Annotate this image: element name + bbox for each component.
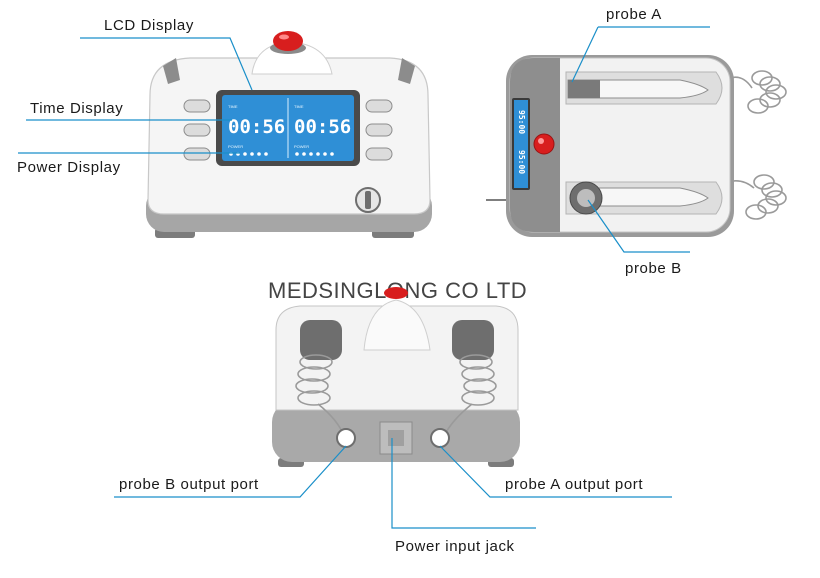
top-button-highlight <box>538 138 544 144</box>
label-power-display: Power Display <box>17 159 121 176</box>
back-hump <box>363 299 431 351</box>
front-view: TIME TIME 00:56 00:56 POWER POWER <box>146 31 432 238</box>
top-lcd-time-1: 95:00 <box>517 110 526 134</box>
probe-b-output-port[interactable] <box>336 428 356 448</box>
label-lcd-display: LCD Display <box>104 17 194 34</box>
left-button-2[interactable] <box>183 123 211 137</box>
top-lcd-screen <box>514 100 528 188</box>
lcd-left-power-label: POWER <box>228 144 243 149</box>
back-coil-left <box>295 354 345 437</box>
back-view <box>272 287 520 467</box>
side-stripe <box>163 58 180 84</box>
probe-b-lens <box>577 189 595 207</box>
probe-a[interactable] <box>567 79 709 99</box>
probe-b[interactable] <box>589 187 709 207</box>
lcd-right-power-label: POWER <box>294 144 309 149</box>
top-view: 95:00 95:00 <box>486 55 787 237</box>
right-button-2[interactable] <box>365 123 393 137</box>
top-lcd-time-2: 95:00 <box>517 150 526 174</box>
leader-probe-b-output-port <box>114 445 347 498</box>
left-button-3[interactable] <box>183 147 211 161</box>
back-coil-right <box>443 354 497 437</box>
power-jack-socket <box>388 430 404 446</box>
back-probe-holder-left <box>300 320 342 360</box>
back-red-button[interactable] <box>384 287 408 299</box>
probe-a-output-port[interactable] <box>430 428 450 448</box>
button-highlight <box>279 34 289 40</box>
side-stripe <box>398 58 415 84</box>
label-time-display: Time Display <box>30 100 123 117</box>
label-probe-a-output-port: probe A output port <box>505 476 643 493</box>
lcd-left-caption: TIME <box>228 104 238 109</box>
label-probe-b-output-port: probe B output port <box>119 476 259 493</box>
lcd-right-time: 00:56 <box>294 116 351 138</box>
right-button-3[interactable] <box>365 147 393 161</box>
lcd-right-caption: TIME <box>294 104 304 109</box>
probe-a-tip <box>568 80 600 98</box>
right-button-1[interactable] <box>365 99 393 113</box>
red-stop-button[interactable] <box>273 31 303 51</box>
leader-lcd-display <box>80 37 253 91</box>
left-button-1[interactable] <box>183 99 211 113</box>
label-probe-b: probe B <box>625 260 682 277</box>
leader-power-input-jack <box>391 438 536 529</box>
lcd-right-power-stars <box>295 152 334 156</box>
label-power-input-jack: Power input jack <box>395 538 515 555</box>
label-probe-a: probe A <box>606 6 662 23</box>
leader-probe-a <box>571 26 599 83</box>
leader-probe-a-output-port <box>439 445 672 498</box>
key-slot <box>365 191 371 209</box>
back-probe-holder-right <box>452 320 494 360</box>
leader-probe-b <box>587 199 690 253</box>
top-red-button[interactable] <box>533 133 555 155</box>
lcd-left-time: 00:56 <box>228 116 285 138</box>
